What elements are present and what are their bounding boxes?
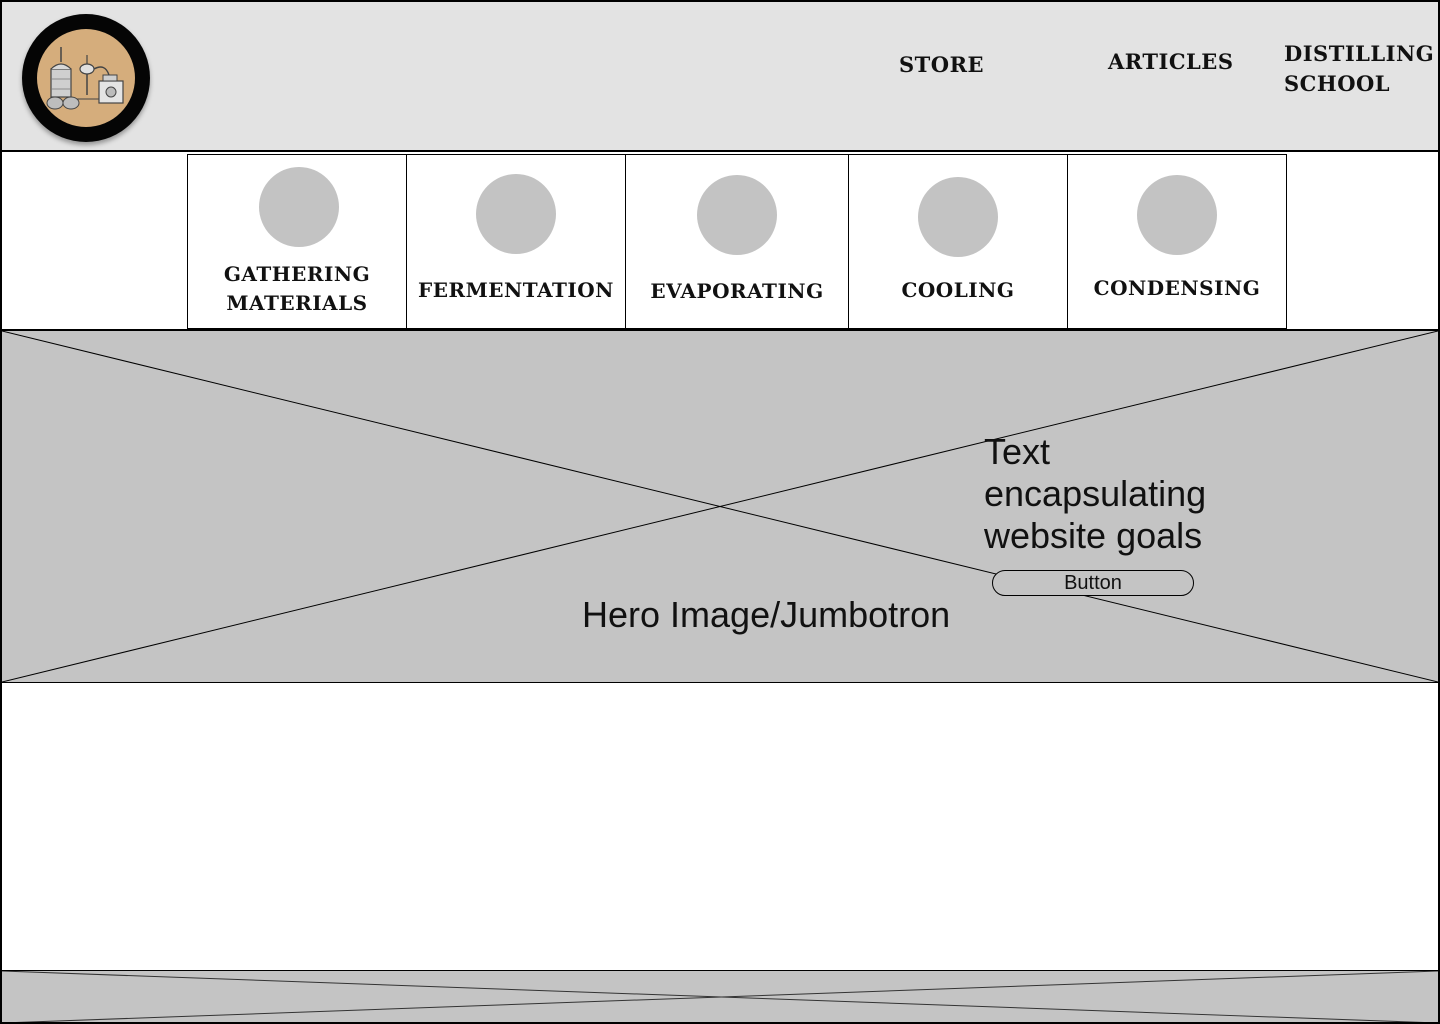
placeholder-circle-icon	[1137, 175, 1217, 255]
stage-card-condensing[interactable]: CONDENSING	[1067, 154, 1287, 329]
hero-cta-button[interactable]: Button	[992, 570, 1194, 596]
nav-distilling-school-link[interactable]: DISTILLING SCHOOL	[1284, 39, 1435, 99]
nav-articles-link[interactable]: ARTICLES	[1108, 49, 1234, 74]
stage-card-fermentation[interactable]: FERMENTATION	[406, 154, 626, 329]
placeholder-circle-icon	[476, 174, 556, 254]
hero-jumbotron: Hero Image/Jumbotron Text encapsulating …	[2, 331, 1438, 683]
nav-distilling-school-line2: SCHOOL	[1284, 71, 1391, 96]
footer-image-placeholder	[2, 970, 1438, 1022]
site-header: STORE ARTICLES DISTILLING SCHOOL	[2, 2, 1438, 152]
image-placeholder-cross	[2, 971, 1438, 1022]
hero-title: Hero Image/Jumbotron	[582, 594, 951, 635]
site-logo[interactable]	[22, 14, 150, 142]
nav-store-link[interactable]: STORE	[899, 52, 985, 77]
stage-label-line1: GATHERING	[223, 262, 371, 286]
stage-label: FERMENTATION	[418, 278, 614, 302]
hero-goals-text: Text encapsulating website goals	[984, 431, 1207, 556]
stage-card-evaporating[interactable]: EVAPORATING	[625, 154, 849, 329]
placeholder-circle-icon	[259, 167, 339, 247]
section-divider	[2, 329, 1438, 331]
placeholder-circle-icon	[918, 177, 998, 257]
placeholder-circle-icon	[697, 175, 777, 255]
stage-label: GATHERING MATERIALS	[188, 260, 406, 318]
process-stages: GATHERING MATERIALS FERMENTATION EVAPORA…	[2, 152, 1438, 330]
stage-label-line2: MATERIALS	[226, 291, 368, 315]
nav-distilling-school-line1: DISTILLING	[1284, 41, 1435, 66]
image-placeholder-cross	[2, 331, 1438, 682]
stage-label: EVAPORATING	[650, 279, 824, 303]
stage-card-gathering-materials[interactable]: GATHERING MATERIALS	[187, 154, 407, 329]
stage-label: CONDENSING	[1093, 276, 1261, 300]
distillery-still-logo-icon	[37, 29, 135, 127]
stage-card-cooling[interactable]: COOLING	[848, 154, 1068, 329]
stage-label: COOLING	[901, 278, 1015, 302]
